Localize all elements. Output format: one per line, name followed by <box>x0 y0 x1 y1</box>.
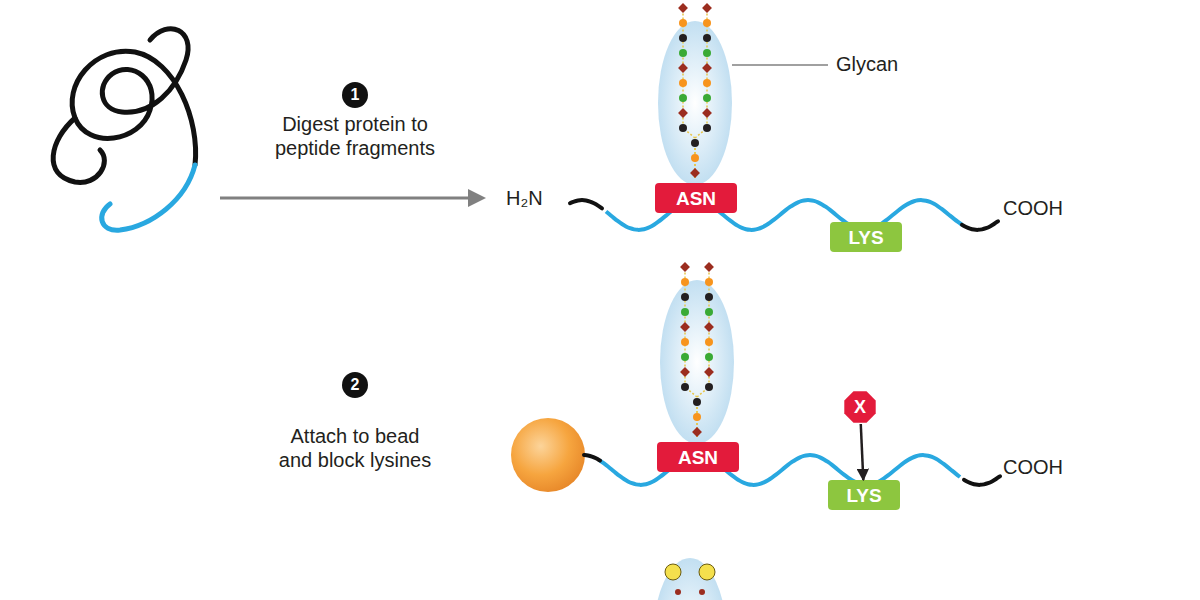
sugar-dot <box>703 94 711 102</box>
sugar-diamond <box>678 3 688 13</box>
terminus-label: COOH <box>1003 196 1083 220</box>
chain-terminus <box>964 476 1000 485</box>
sugar-dot <box>665 564 681 580</box>
sugar-dot <box>679 79 687 87</box>
number-circle <box>342 372 368 398</box>
glycan-halo <box>658 21 732 185</box>
process-arrow <box>220 197 470 200</box>
sugar-dot <box>681 308 689 316</box>
sugar-dot <box>703 49 711 57</box>
sugar-dot <box>703 34 711 42</box>
chain-terminus <box>962 221 998 230</box>
glycan-illustration <box>660 262 734 444</box>
sugar-dot <box>705 293 713 301</box>
residue-label: ASN <box>678 447 718 468</box>
peptide-segment <box>102 165 195 230</box>
sugar-dot <box>675 589 681 595</box>
protein-illustration <box>53 29 195 230</box>
sugar-diamond <box>702 63 712 73</box>
residue-box: LYS <box>828 480 900 510</box>
sugar-dot <box>679 19 687 27</box>
residue-box: LYS <box>830 222 902 252</box>
residue-label: LYS <box>846 485 881 506</box>
glycan-bond <box>695 8 707 178</box>
sugar-dot <box>705 383 713 391</box>
step-description: Digest protein to peptide fragments <box>265 112 445 160</box>
chain-terminus <box>570 200 602 208</box>
sugar-diamond <box>704 367 714 377</box>
stop-octagon <box>844 391 875 422</box>
sugar-dot <box>703 19 711 27</box>
glycan-bond <box>683 8 695 178</box>
sugar-diamond <box>680 262 690 272</box>
glycan-bond <box>697 267 709 437</box>
sugar-dot <box>691 154 699 162</box>
residue-label: ASN <box>676 188 716 209</box>
sugar-dot <box>679 124 687 132</box>
sugar-dot <box>705 353 713 361</box>
sugar-dot <box>681 293 689 301</box>
sugar-diamond <box>704 322 714 332</box>
peptide-decor <box>570 3 1000 600</box>
terminus-label: H₂N <box>506 186 566 210</box>
sugar-dot <box>691 139 699 147</box>
sugar-dot <box>679 34 687 42</box>
step-number: 1 <box>342 82 368 108</box>
sugar-diamond <box>702 3 712 13</box>
sugar-diamond <box>702 108 712 118</box>
protein-strand <box>53 118 104 182</box>
sugar-diamond <box>678 63 688 73</box>
sugar-dot <box>679 94 687 102</box>
block-mark: X <box>854 397 866 417</box>
sugar-dot <box>693 398 701 406</box>
step-number: 2 <box>342 372 368 398</box>
sugar-diamond <box>680 367 690 377</box>
glycan-illustration <box>653 558 727 600</box>
sugar-dot <box>681 338 689 346</box>
glycan-illustration <box>658 3 732 185</box>
arrow-head <box>468 189 486 207</box>
step-description: Attach to bead and block lysines <box>275 424 435 472</box>
number-circle <box>342 82 368 108</box>
sugar-diamond <box>680 322 690 332</box>
bead <box>511 418 585 492</box>
sugar-diamond <box>704 262 714 272</box>
sugar-dot <box>699 564 715 580</box>
protein-strand <box>72 29 196 165</box>
sugar-dot <box>703 124 711 132</box>
leader-line <box>732 64 828 66</box>
sugar-diamond <box>690 168 700 178</box>
sugar-dot <box>705 278 713 286</box>
sugar-dot <box>681 383 689 391</box>
sugar-dot <box>681 278 689 286</box>
residue-box: ASN <box>655 183 737 213</box>
peptide-chain <box>600 455 960 485</box>
residue-box: ASN <box>657 442 739 472</box>
callout-label: Glycan <box>836 52 956 76</box>
sugar-dot <box>705 338 713 346</box>
block-arrow <box>861 424 864 480</box>
glycan-halo <box>653 558 727 600</box>
sugar-dot <box>699 589 705 595</box>
sugar-dot <box>681 353 689 361</box>
terminus-label: COOH <box>1003 455 1083 479</box>
sugar-dot <box>703 79 711 87</box>
sugar-diamond <box>678 108 688 118</box>
glycan-halo <box>660 280 734 444</box>
callout-number: 1 <box>351 86 360 104</box>
sugar-diamond <box>692 427 702 437</box>
sugar-dot <box>679 49 687 57</box>
glycan-bond <box>685 267 697 437</box>
block-symbol: X <box>843 390 877 424</box>
chain-terminus <box>584 455 600 461</box>
sugar-dot <box>705 308 713 316</box>
residue-label: LYS <box>848 227 883 248</box>
callout-number: 2 <box>351 376 360 394</box>
sugar-dot <box>693 413 701 421</box>
